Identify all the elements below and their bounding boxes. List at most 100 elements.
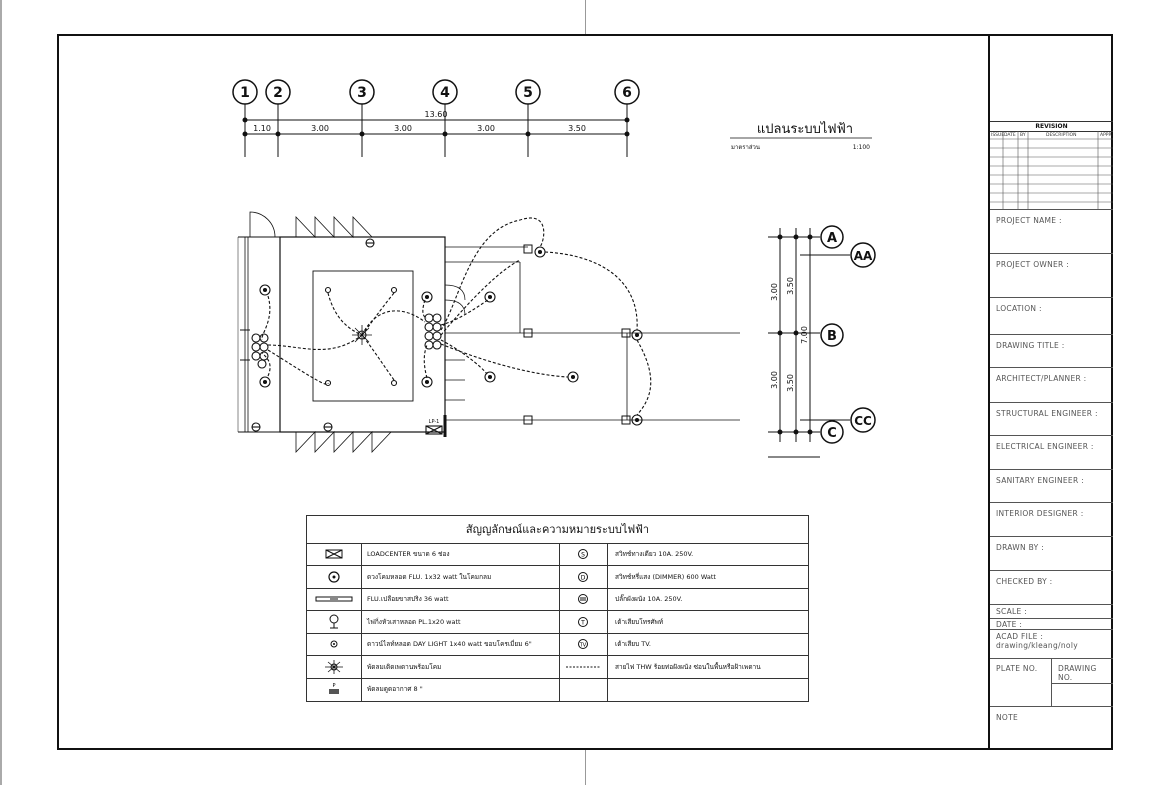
row-dim-inner-1: 3.50	[786, 277, 795, 295]
legend-row: ไฟกิ่งหัวเสาหลอด PL.1x20 watt T เต้าเสียบโ…	[307, 611, 808, 634]
field-sanitary-engineer: SANITARY ENGINEER :	[990, 469, 1113, 502]
loadcenter-icon	[307, 543, 361, 565]
revision-header: REVISION ISSUE DATE BY DESCRIPTION APPR	[990, 121, 1113, 210]
grid-bubble-6: 6	[622, 85, 632, 101]
outlet-icon	[559, 588, 607, 610]
fold-line-left	[0, 0, 2, 785]
legend-row: พัดลมเติดเพดานพร้อมโคมสายไฟ THW ร้อยท่อฝ…	[307, 656, 808, 679]
field-structural-engineer: STRUCTURAL ENGINEER :	[990, 402, 1113, 435]
legend-right-text: เต้าเสียบ TV.	[615, 640, 651, 648]
col-dim-5: 3.50	[568, 124, 586, 133]
acad-file-path: drawing/kleang/noly	[996, 641, 1078, 650]
row-bubble-a: A	[827, 231, 837, 246]
col-dim-1: 1.10	[253, 124, 271, 133]
flu-tube-icon	[307, 588, 361, 610]
row-dim-outer-2: 3.00	[770, 371, 779, 389]
fold-line-bottom	[585, 750, 586, 785]
revision-col-by: BY	[1020, 133, 1026, 138]
dimmer-icon: D	[559, 566, 607, 588]
downlight-icon	[307, 633, 361, 655]
section-mark-cc: CC	[854, 414, 872, 428]
legend-left-text: พัดลมเติดเพดานพร้อมโคม	[367, 662, 442, 671]
revision-col-line	[990, 131, 1113, 132]
row-bubble-c: C	[827, 426, 837, 441]
dashed-line-icon	[559, 656, 607, 678]
grid-bubble-4: 4	[440, 85, 450, 101]
grid-bubble-2: 2	[273, 85, 283, 101]
grid-bubble-3: 3	[357, 85, 367, 101]
legend-row: LOADCENTER ขนาด 6 ช่อง S สวิทช์ทางเดียว 10…	[307, 543, 808, 566]
field-project-name: PROJECT NAME :	[990, 209, 1113, 253]
pole-lamp-icon	[307, 611, 361, 633]
wiring-dashed	[261, 217, 652, 416]
legend-divider-2	[559, 543, 560, 701]
legend-row: FLU.เปลือยขาสปริง 36 watt ปลั๊กผังผนัง 10…	[307, 588, 808, 611]
field-drawn-by: DRAWN BY :	[990, 536, 1113, 570]
legend-divider-1	[361, 543, 362, 701]
revision-title: REVISION	[1035, 123, 1068, 130]
legend-right-text: สวิทช์ทางเดียว 10A. 250V.	[615, 550, 694, 558]
revision-col-issue: ISSUE	[991, 133, 1005, 138]
col-dim-2: 3.00	[311, 124, 329, 133]
electrical-symbols	[251, 238, 643, 435]
scale-value: 1:100	[853, 144, 870, 151]
revision-grid	[990, 131, 1113, 210]
ceiling-fan-icon	[307, 656, 361, 678]
legend-left-text: FLU.เปลือยขาสปริง 36 watt	[367, 595, 449, 603]
panel-label: LP-1	[429, 419, 440, 425]
legend-table: สัญญลักษณ์และความหมายระบบไฟฟ้า LOADCENTE…	[306, 515, 809, 702]
field-location: LOCATION :	[990, 297, 1113, 334]
total-dimension: 13.60	[425, 110, 448, 119]
col-dim-3: 3.00	[394, 124, 412, 133]
legend-divider-3	[607, 543, 608, 701]
row-dim-total: 7.00	[800, 326, 809, 344]
round-lamp-icon	[307, 566, 361, 588]
switch-s-icon: S	[559, 543, 607, 565]
svg-text:P: P	[332, 683, 335, 689]
legend-symbol-empty	[559, 678, 607, 700]
plate-no-label: PLATE NO.	[996, 664, 1038, 673]
field-drawing-title: DRAWING TITLE :	[990, 334, 1113, 367]
row-dim-outer-1: 3.00	[770, 283, 779, 301]
col-dim-4: 3.00	[477, 124, 495, 133]
field-electrical-engineer: ELECTRICAL ENGINEER :	[990, 435, 1113, 469]
svg-text:S: S	[581, 552, 585, 559]
revision-col-appr: APPR	[1100, 133, 1112, 138]
building-walls	[237, 211, 740, 454]
legend-left-text: LOADCENTER ขนาด 6 ช่อง	[367, 550, 450, 558]
field-scale: SCALE :	[990, 604, 1113, 618]
field-checked-by: CHECKED BY :	[990, 570, 1113, 604]
legend-right-text: เต้าเสียบโทรศัพท์	[615, 617, 664, 626]
row-dim-inner-2: 3.50	[786, 374, 795, 392]
svg-text:TV: TV	[579, 643, 587, 649]
row-grid	[768, 225, 876, 458]
tv-icon: TV	[559, 633, 607, 655]
field-project-owner: PROJECT OWNER :	[990, 253, 1113, 297]
legend-title: สัญญลักษณ์และความหมายระบบไฟฟ้า	[307, 516, 808, 544]
field-acad-file: ACAD FILE : drawing/kleang/noly	[990, 629, 1113, 658]
revision-col-date: DATE	[1004, 133, 1016, 138]
telephone-icon: T	[559, 611, 607, 633]
revision-col-description: DESCRIPTION	[1046, 133, 1077, 138]
legend-right-text: สวิทช์หรี่แสง (DIMMER) 600 Watt	[615, 572, 716, 581]
legend-left-text: พัดลมดูดอากาศ 8 "	[367, 685, 423, 693]
drawing-no-label: DRAWING NO.	[1058, 664, 1097, 682]
fold-line-top	[585, 0, 586, 34]
section-mark-aa: AA	[854, 249, 873, 263]
field-date: DATE :	[990, 618, 1113, 629]
legend-row: ดาวน์ไลท์หลอด DAY LIGHT 1x40 watt ขอบโคร…	[307, 633, 808, 656]
scale-label: มาตราส่วน	[731, 144, 760, 151]
legend-row: P พัดลมดูดอากาศ 8 "	[307, 678, 808, 700]
legend-left-text: ดวงโคมหลอด FLU. 1x32 watt ในโคมกลม	[367, 572, 492, 581]
grid-bubble-5: 5	[523, 85, 533, 101]
field-note: NOTE	[990, 706, 1113, 748]
row-bubble-b: B	[827, 329, 837, 344]
grid-bubble-1: 1	[240, 85, 250, 101]
acad-file-label: ACAD FILE :	[996, 632, 1044, 641]
field-interior-designer: INTERIOR DESIGNER :	[990, 502, 1113, 536]
svg-text:D: D	[581, 574, 586, 581]
column-grid	[232, 79, 640, 157]
legend-left-text: ดาวน์ไลท์หลอด DAY LIGHT 1x40 watt ขอบโคร…	[367, 640, 532, 648]
legend-left-text: ไฟกิ่งหัวเสาหลอด PL.1x20 watt	[367, 617, 461, 626]
legend-right-text: ปลั๊กผังผนัง 10A. 250V.	[615, 595, 683, 603]
